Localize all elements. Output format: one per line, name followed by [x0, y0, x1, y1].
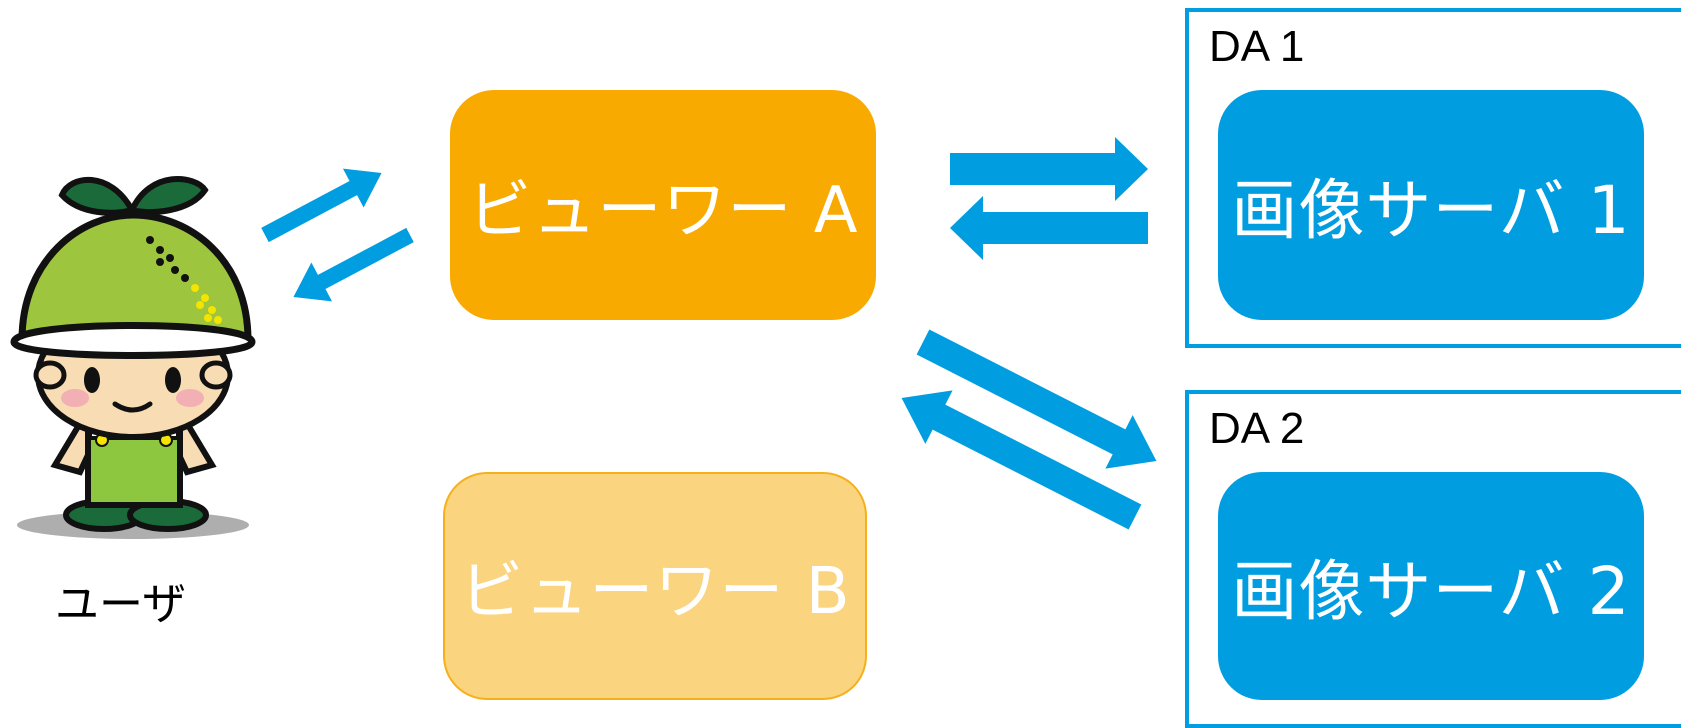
image-server-2-box: 画像サーバ 2 [1218, 472, 1644, 700]
image-server-1-box: 画像サーバ 1 [1218, 90, 1644, 320]
arrow-viewer-a-to-server-1 [950, 137, 1148, 201]
arrow-viewer-a-to-server-2 [916, 329, 1157, 469]
da-2-frame: DA 2 [1185, 390, 1681, 728]
arrow-viewer-a-to-user [293, 227, 414, 302]
da-1-label: DA 1 [1209, 22, 1305, 71]
arrow-server-2-to-viewer-a [901, 390, 1142, 530]
da-1-frame: DA 1 [1185, 8, 1681, 348]
user-label: ユーザ [55, 579, 187, 630]
viewer-a-box: ビューワー A [450, 90, 876, 320]
mascot-character-icon [10, 176, 256, 539]
da-2-label: DA 2 [1209, 404, 1305, 453]
arrow-server-1-to-viewer-a [950, 196, 1148, 260]
viewer-b-box: ビューワー B [443, 472, 867, 700]
arrow-user-to-viewer-a [261, 168, 382, 243]
